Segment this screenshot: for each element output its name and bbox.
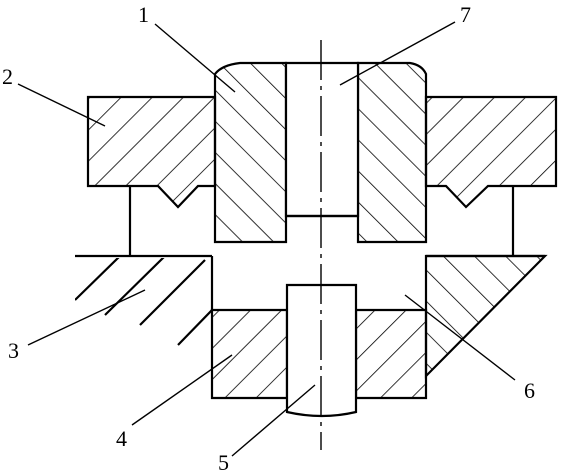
punch-sleeve-right bbox=[356, 61, 428, 244]
upper-plate-left bbox=[86, 95, 217, 209]
upper-plate-right bbox=[424, 95, 558, 209]
lower-die-left bbox=[75, 258, 212, 346]
leader-7 bbox=[339, 21, 456, 86]
label-part-5: 5 bbox=[218, 450, 229, 472]
ejector-ring-right bbox=[354, 308, 428, 400]
label-part-7: 7 bbox=[460, 2, 471, 27]
leader-6 bbox=[404, 294, 516, 381]
center-punch bbox=[284, 61, 360, 218]
label-part-1: 1 bbox=[138, 2, 149, 27]
leader-5 bbox=[231, 384, 316, 457]
leader-1 bbox=[154, 23, 236, 93]
leader-2 bbox=[17, 83, 106, 127]
label-part-3: 3 bbox=[8, 338, 19, 363]
label-part-2: 2 bbox=[2, 64, 13, 89]
ejector-ring-left bbox=[210, 308, 289, 400]
label-part-6: 6 bbox=[524, 378, 535, 403]
label-part-4: 4 bbox=[116, 426, 127, 451]
punch-sleeve-left bbox=[213, 61, 288, 244]
leader-3 bbox=[27, 289, 146, 346]
leader-4 bbox=[131, 354, 233, 426]
